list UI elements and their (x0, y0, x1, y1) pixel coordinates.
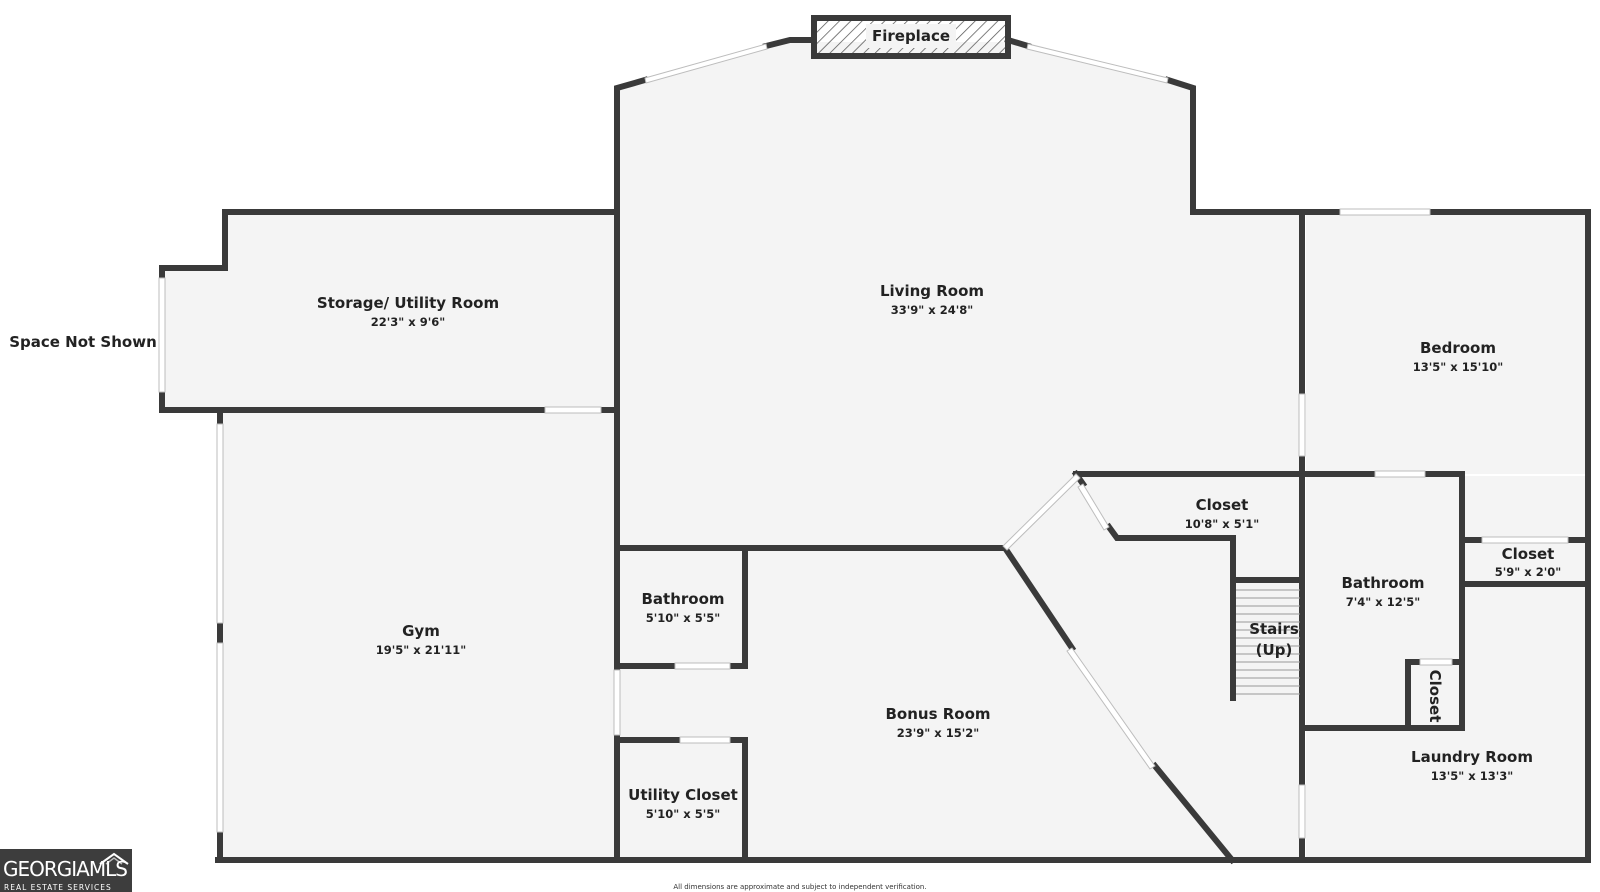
logo-wordmark: GEORGIAMLS (3, 857, 128, 881)
logo-subtitle: REAL ESTATE SERVICES (4, 883, 112, 892)
storage-dim: 22'3" x 9'6" (371, 315, 445, 329)
bonus-room-dim: 23'9" x 15'2" (897, 726, 979, 740)
bonus-room-name: Bonus Room (885, 705, 990, 723)
gym-floor (220, 412, 617, 858)
laundry-room-name: Laundry Room (1411, 748, 1533, 766)
stairs-sub: (Up) (1256, 641, 1293, 659)
roof-icon (99, 852, 129, 865)
storage-floor (165, 212, 617, 410)
living-room-dim: 33'9" x 24'8" (891, 303, 973, 317)
space-not-shown-label: Space Not Shown (9, 333, 157, 351)
windows (158, 43, 1569, 839)
walls (159, 36, 1591, 865)
right-lower-floor (1306, 476, 1588, 858)
closet-center-name: Closet (1196, 496, 1249, 514)
storage-name: Storage/ Utility Room (317, 294, 499, 312)
bathroom-right-dim: 7'4" x 12'5" (1346, 595, 1420, 609)
living-room-name: Living Room (880, 282, 984, 300)
closet-center-dim: 10'8" x 5'1" (1185, 517, 1259, 531)
utility-closet-dim: 5'10" x 5'5" (646, 807, 720, 821)
utility-closet-name: Utility Closet (628, 786, 738, 804)
disclaimer-text: All dimensions are approximate and subje… (673, 883, 927, 891)
gym-name: Gym (402, 622, 440, 640)
bonus-floor (617, 476, 1302, 858)
stairs-name: Stairs (1249, 620, 1299, 638)
gym-dim: 19'5" x 21'11" (376, 643, 466, 657)
georgia-mls-logo: GEORGIAMLS REAL ESTATE SERVICES (0, 849, 132, 892)
bedroom-floor (1306, 212, 1588, 474)
laundry-room-dim: 13'5" x 13'3" (1431, 769, 1513, 783)
closet-right-name: Closet (1502, 545, 1555, 563)
bedroom-dim: 13'5" x 15'10" (1413, 360, 1503, 374)
floor-fills (165, 42, 1588, 858)
closet-right-dim: 5'9" x 2'0" (1495, 565, 1561, 579)
stair-treads (1236, 589, 1300, 695)
bathroom-left-dim: 5'10" x 5'5" (646, 611, 720, 625)
closet-small-name: Closet (1426, 670, 1444, 723)
fireplace-label-bg (866, 24, 956, 48)
living-room-floor (617, 42, 1302, 548)
bathroom-right-name: Bathroom (1341, 574, 1424, 592)
bathroom-left-name: Bathroom (641, 590, 724, 608)
fireplace-label: Fireplace (872, 27, 950, 45)
bedroom-name: Bedroom (1420, 339, 1496, 357)
